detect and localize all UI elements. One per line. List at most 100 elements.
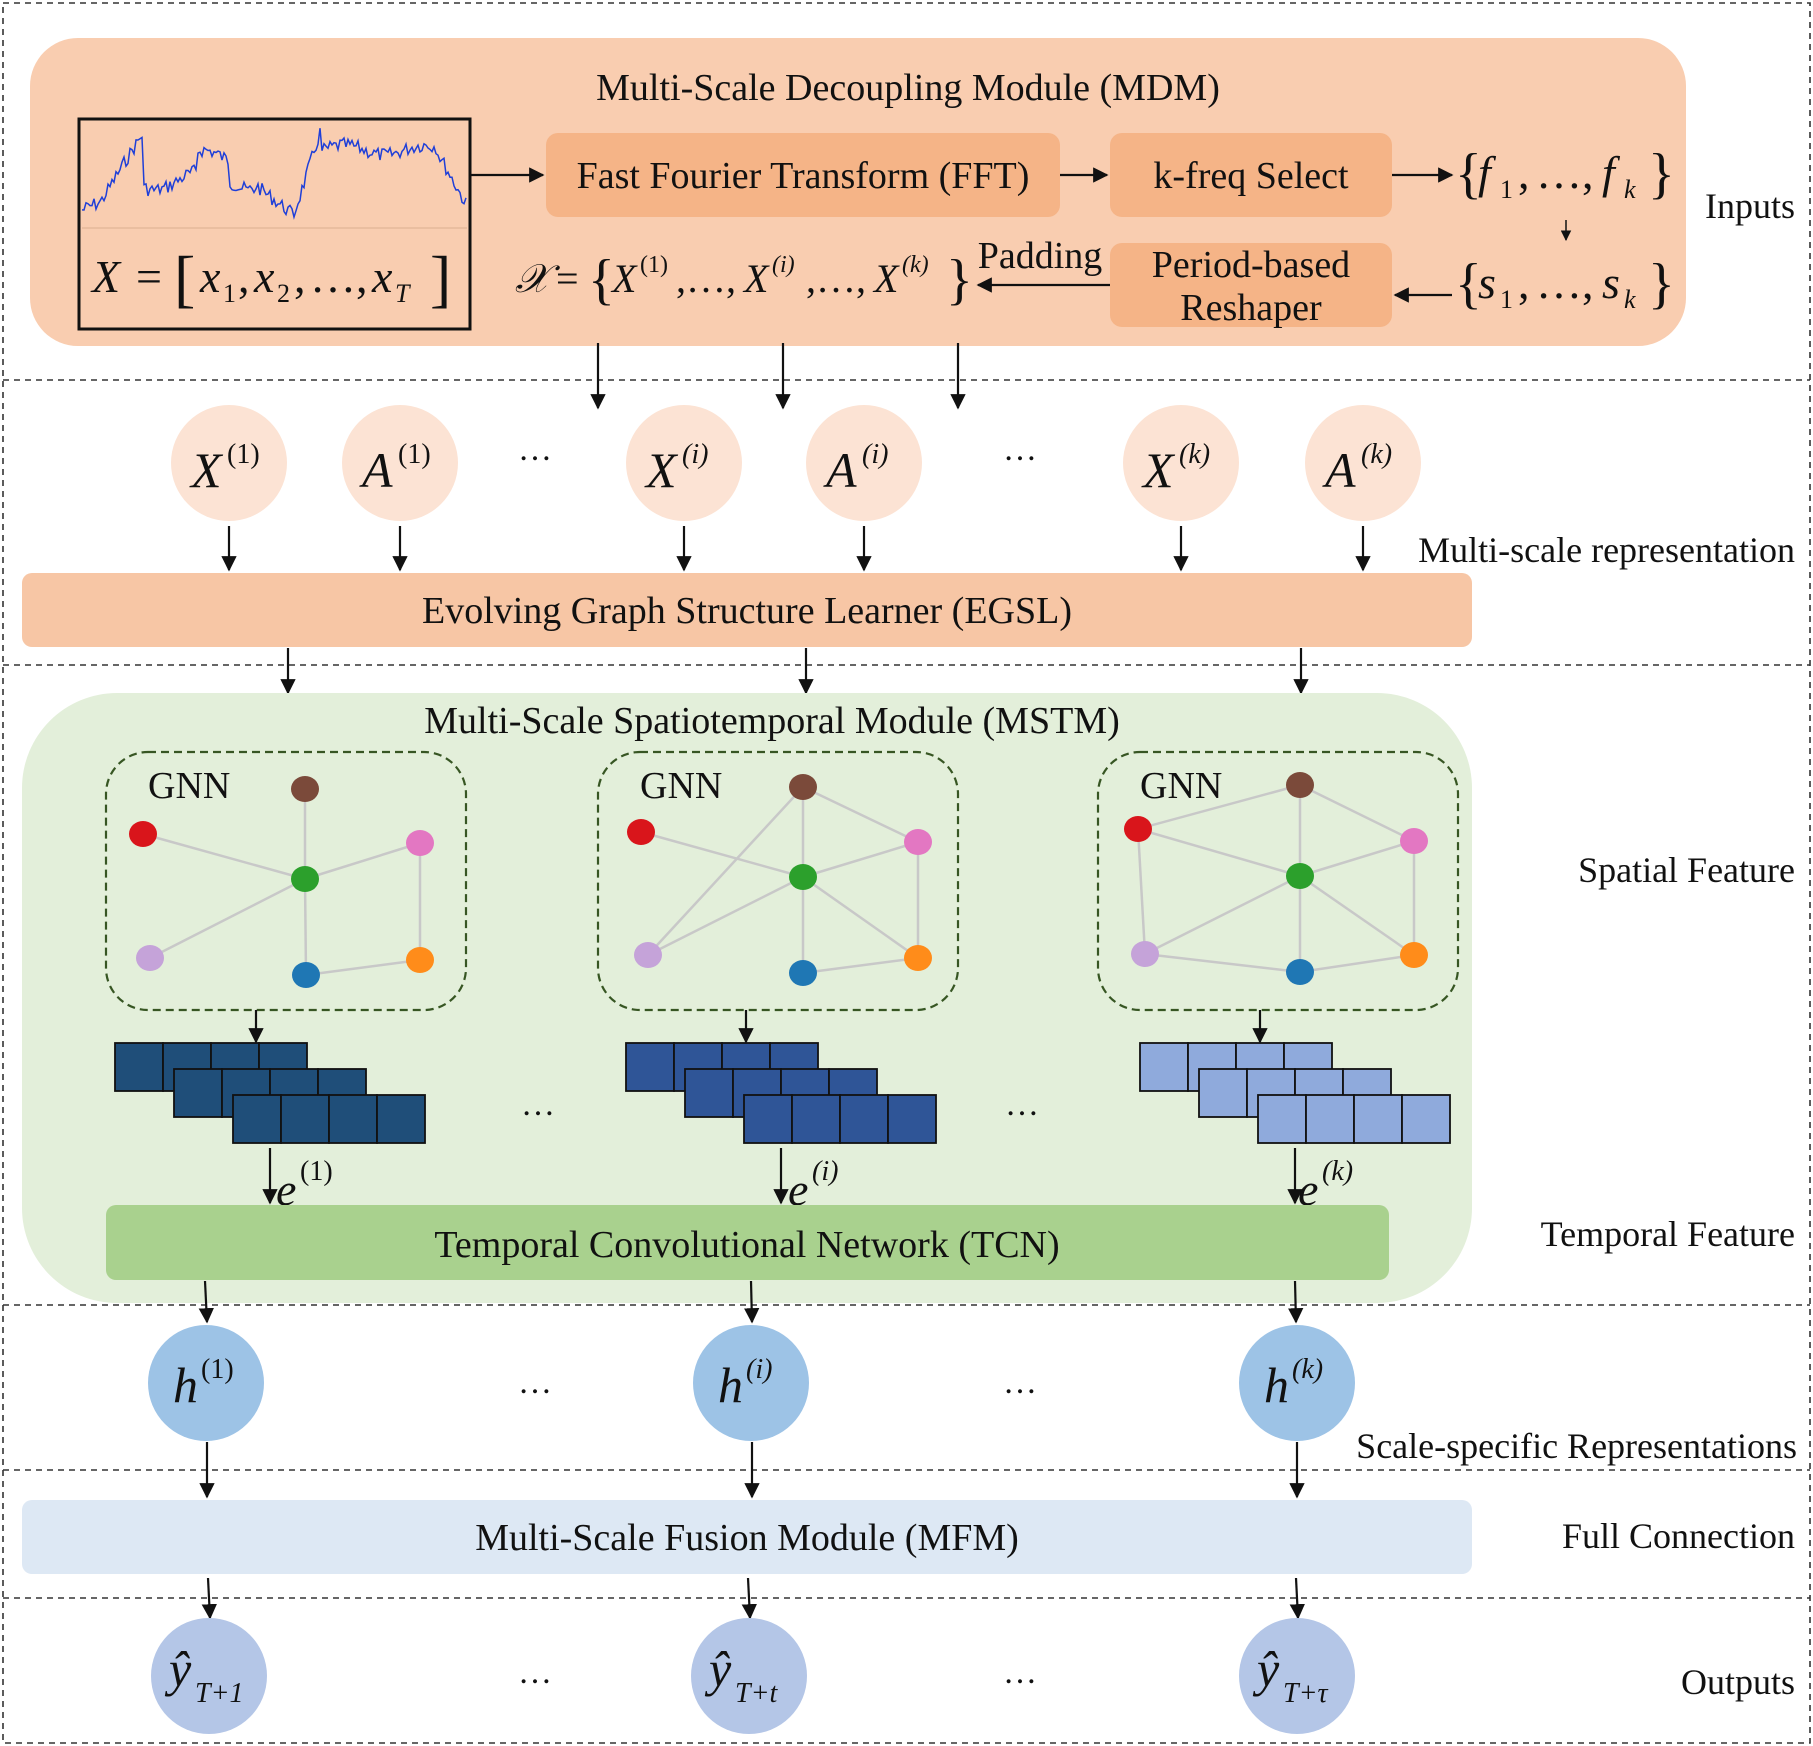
svg-text:k: k: [1624, 175, 1636, 204]
ellipsis-repr-2: …: [1003, 431, 1037, 468]
svg-text:X: X: [742, 256, 770, 301]
svg-text:X: X: [189, 442, 224, 498]
side-label-scale-specific: Scale-specific Representations: [1356, 1426, 1797, 1466]
svg-text:h: h: [718, 1357, 743, 1413]
graph-node-brown: [789, 774, 817, 800]
embedding-stack-1: [114, 1042, 426, 1144]
mfm-label: Multi-Scale Fusion Module (MFM): [475, 1517, 1019, 1559]
svg-text:s: s: [1602, 257, 1620, 308]
svg-text:,: ,: [238, 251, 250, 302]
input-time-series-plot: [81, 128, 467, 220]
svg-text:X: X: [90, 251, 122, 302]
reshaper-block: [1110, 243, 1392, 327]
mstm-module: Multi-Scale Spatiotemporal Module (MSTM)…: [22, 693, 1472, 1303]
embedding-cell: [743, 1094, 793, 1144]
svg-text:ŷ: ŷ: [1252, 1641, 1280, 1697]
graph-edge: [1136, 828, 1147, 955]
embedding-ei-base: e: [788, 1164, 808, 1215]
graph-node-brown: [1286, 772, 1314, 798]
svg-text:X: X: [610, 256, 638, 301]
side-label-outputs: Outputs: [1681, 1662, 1795, 1702]
svg-text:x: x: [371, 251, 393, 302]
ellipsis-y-2: …: [1003, 1654, 1037, 1691]
ellipsis-y-1: …: [518, 1654, 552, 1691]
svg-text:ŷ: ŷ: [704, 1641, 732, 1697]
embedding-cell: [887, 1094, 937, 1144]
svg-text:,: ,: [1518, 257, 1530, 308]
svg-text:A: A: [359, 442, 393, 498]
svg-text:T+1: T+1: [195, 1678, 243, 1709]
embedding-stacks: [114, 1042, 1451, 1144]
graph-node-blue: [1286, 959, 1314, 985]
svg-text:1: 1: [1500, 175, 1513, 204]
fft-block: [546, 133, 1060, 217]
fft-label: Fast Fourier Transform (FFT): [577, 155, 1030, 197]
embedding-cell: [839, 1094, 889, 1144]
h-arrows: [199, 1442, 1305, 1499]
graph-node-pink: [904, 829, 932, 855]
ellipsis-repr-1: …: [518, 431, 552, 468]
svg-text:(1): (1): [227, 439, 260, 470]
svg-text:s: s: [1478, 257, 1496, 308]
svg-text:,: ,: [294, 251, 306, 302]
mdm-title: Multi-Scale Decoupling Module (MDM): [596, 67, 1220, 109]
graph-edge: [1299, 874, 1415, 957]
embedding-stack-3: [1139, 1042, 1451, 1144]
ellipsis-h-1: …: [518, 1364, 552, 1401]
svg-text:(i): (i): [862, 439, 888, 470]
graph-edge: [802, 785, 919, 844]
mstm-background: [22, 693, 1472, 1303]
svg-text:}: }: [946, 249, 973, 311]
graph-node-green: [1286, 863, 1314, 889]
svg-text:T+τ: T+τ: [1283, 1678, 1328, 1709]
svg-text:…,: …,: [1536, 257, 1594, 308]
graph-edge: [640, 830, 804, 879]
embedding-ek-sup: (k): [1322, 1156, 1353, 1187]
graph-node-orange: [904, 945, 932, 971]
egsl-arrows: [280, 648, 1309, 695]
graph-node-purple: [136, 945, 164, 971]
embedding-cell: [791, 1094, 841, 1144]
graph-edge: [802, 875, 919, 960]
egsl-block: [22, 573, 1472, 647]
svg-text:,…,: ,…,: [676, 256, 736, 301]
reshaper-label-line2: Reshaper: [1180, 287, 1322, 329]
embedding-cell: [625, 1042, 675, 1092]
embedding-ei-sup: (i): [812, 1156, 838, 1187]
graph-edge: [1299, 783, 1415, 843]
svg-text:1: 1: [1500, 285, 1513, 314]
scale-node-X-2: X(i): [626, 405, 742, 521]
graph-edge: [1144, 952, 1301, 974]
svg-text:(k): (k): [1292, 1354, 1323, 1385]
graph-node-red: [627, 819, 655, 845]
svg-text:(1): (1): [398, 439, 431, 470]
svg-text:{: {: [1455, 253, 1482, 315]
graph-node-blue: [292, 962, 320, 988]
embedding-cell: [684, 1068, 734, 1118]
embedding-cell: [1257, 1094, 1307, 1144]
embedding-cell: [328, 1094, 378, 1144]
graph-node-red: [1124, 816, 1152, 842]
h-node-3: h(k): [1239, 1325, 1355, 1441]
svg-text:A: A: [1322, 442, 1356, 498]
mstm-title: Multi-Scale Spatiotemporal Module (MSTM): [424, 700, 1120, 742]
embedding-cell: [1401, 1094, 1451, 1144]
mfm-arrows: [201, 1577, 1305, 1620]
svg-text:(1): (1): [640, 252, 668, 278]
tcn-label: Temporal Convolutional Network (TCN): [434, 1224, 1059, 1266]
svg-text:ŷ: ŷ: [164, 1641, 192, 1697]
ellipsis-emb-1: …: [521, 1086, 555, 1123]
svg-text:2: 2: [277, 279, 290, 308]
ellipsis-emb-2: …: [1005, 1086, 1039, 1123]
svg-text:[: [: [174, 243, 195, 314]
graph-node-blue: [789, 960, 817, 986]
graph-node-purple: [634, 942, 662, 968]
kfreq-label: k-freq Select: [1153, 155, 1349, 197]
svg-text:(k): (k): [1179, 439, 1210, 470]
svg-text:}: }: [1648, 143, 1675, 205]
embedding-cell: [376, 1094, 426, 1144]
side-label-multi-scale: Multi-scale representation: [1418, 530, 1795, 570]
